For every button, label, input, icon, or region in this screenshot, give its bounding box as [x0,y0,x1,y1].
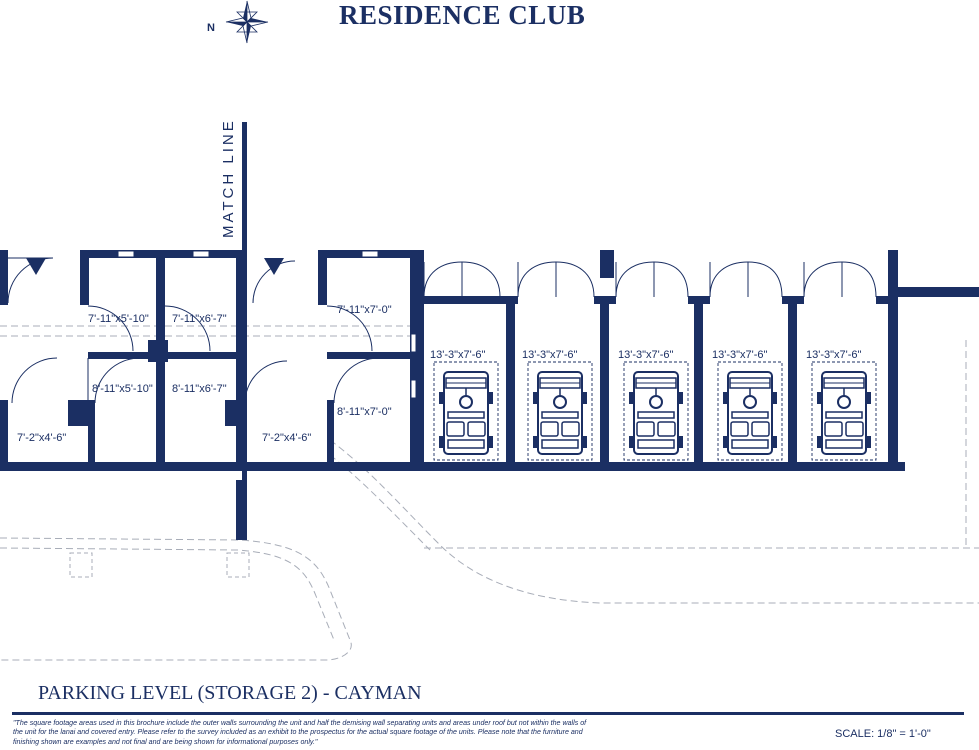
golf-cart-icon [816,371,872,455]
golf-cart-icons [438,371,872,455]
golf-cart-icon [438,371,494,455]
stall-outlines [433,361,877,461]
scale-label: SCALE: 1/8" = 1'-0" [835,728,931,740]
north-label: N [207,22,215,34]
vents [117,250,417,399]
dashed-posts [69,552,250,578]
room-labels: 7'-11"x5'-10" 7'-11"x6'-7" 7'-11"x7'-0" … [17,304,392,444]
garage-label: 13'-3"x7'-6" [430,349,486,361]
garage-label: 13'-3"x7'-6" [522,349,578,361]
room-label: 7'-11"x6'-7" [172,313,227,325]
disclaimer-text: "The square footage areas used in this b… [13,719,587,746]
golf-cart-icon [628,371,684,455]
room-label: 8'-11"x6'-7" [172,383,227,395]
garage-label: 13'-3"x7'-6" [806,349,862,361]
room-label: 7'-11"x7'-0" [337,304,392,316]
match-line-label: MATCH LINE [220,118,237,238]
garage-label: 13'-3"x7'-6" [618,349,674,361]
golf-cart-icon [722,371,778,455]
triangle-markers [26,258,284,275]
plan-title: PARKING LEVEL (STORAGE 2) - CAYMAN [38,682,422,704]
north-arrow-icon [225,0,269,44]
divider [12,712,964,715]
floor-plan: N MATCH LINE [0,0,979,661]
driveway-outline [0,325,979,661]
room-label: 7'-11"x5'-10" [88,313,149,325]
room-label: 7'-2"x4'-6" [262,432,311,444]
garage-doors [423,261,877,298]
garage-label: 13'-3"x7'-6" [712,349,768,361]
room-label: 8'-11"x5'-10" [92,383,153,395]
golf-cart-icon [532,371,588,455]
page-title: RESIDENCE CLUB [339,0,586,30]
room-label: 8'-11"x7'-0" [337,406,392,418]
room-label: 7'-2"x4'-6" [17,432,66,444]
garage-labels: 13'-3"x7'-6" 13'-3"x7'-6" 13'-3"x7'-6" 1… [430,349,862,361]
